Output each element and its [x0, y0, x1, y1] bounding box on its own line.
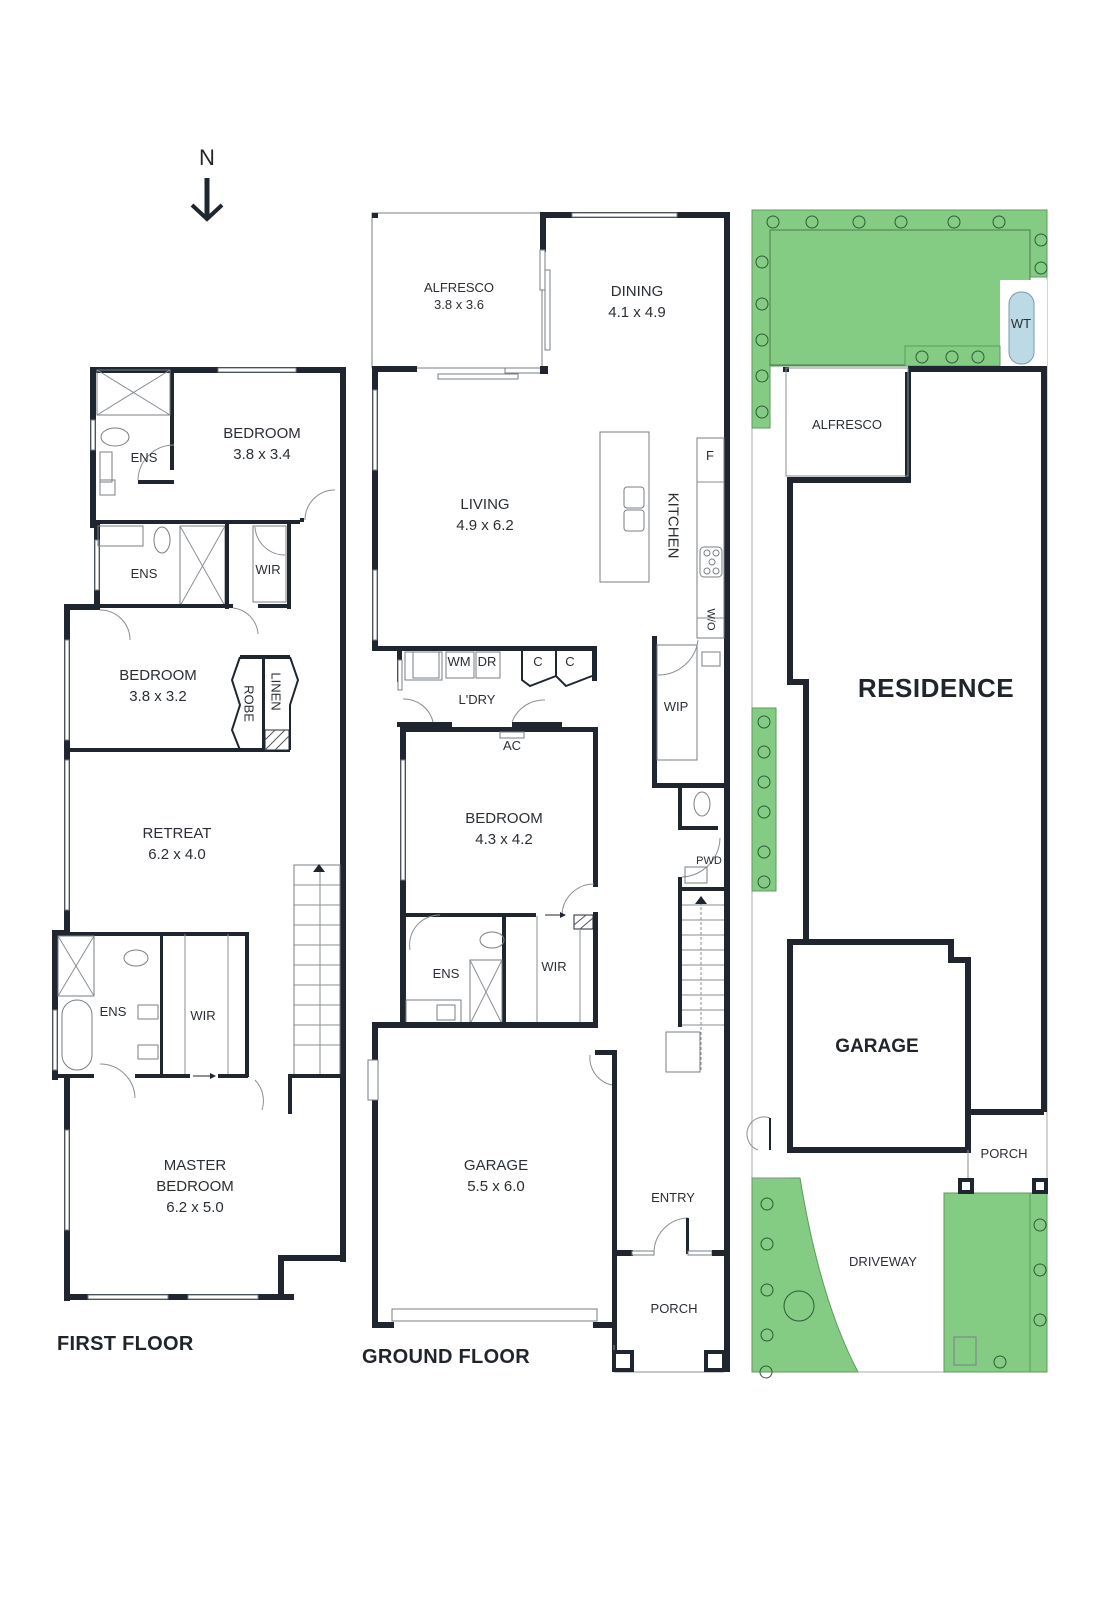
room-dims: 4.1 x 4.9: [608, 304, 666, 321]
fridge-label: F: [706, 448, 714, 463]
room-ens-ground: ENS: [432, 966, 460, 981]
room-laundry: L'DRY: [458, 692, 496, 707]
room-bedroom-ground: BEDROOM 4.3 x 4.2: [465, 808, 543, 850]
room-wir-master: WIR: [190, 1008, 216, 1023]
room-kitchen: KITCHEN: [664, 492, 682, 559]
room-dims: 3.8 x 3.6: [434, 297, 484, 312]
room-name: BEDROOM: [223, 425, 301, 442]
room-retreat: RETREAT 6.2 x 4.0: [143, 823, 212, 865]
room-bedroom-1: BEDROOM 3.8 x 3.4: [223, 423, 301, 465]
ground-floor-title: GROUND FLOOR: [362, 1346, 531, 1368]
room-wip: WIP: [663, 699, 689, 714]
ground-floor-plan: [367, 212, 730, 1373]
cupboard-label-1: C: [533, 654, 543, 669]
room-dims: 4.9 x 6.2: [456, 517, 514, 534]
driveway-label: DRIVEWAY: [849, 1254, 917, 1269]
site-plan: [746, 209, 1048, 1379]
room-living: LIVING 4.9 x 6.2: [456, 494, 514, 536]
room-name: DINING: [610, 283, 664, 300]
room-garage: GARAGE 5.5 x 6.0: [464, 1155, 528, 1197]
room-bedroom-2: BEDROOM 3.8 x 3.2: [119, 665, 197, 707]
room-dims: 6.2 x 4.0: [148, 846, 206, 863]
water-tank-label: WT: [1010, 316, 1032, 331]
room-ens-master: ENS: [99, 1004, 127, 1019]
room-dims: 6.2 x 5.0: [166, 1199, 224, 1216]
room-master-bedroom: MASTER BEDROOM 6.2 x 5.0: [156, 1155, 234, 1218]
room-wir-1: WIR: [255, 562, 281, 577]
room-dims: 4.3 x 4.2: [475, 831, 533, 848]
room-alfresco: ALFRESCO 3.8 x 3.6: [424, 279, 494, 313]
room-ens-1: ENS: [130, 450, 158, 465]
north-label: N: [199, 145, 215, 170]
room-name: BEDROOM: [119, 667, 197, 684]
site-porch-label: PORCH: [980, 1146, 1028, 1161]
north-arrow-icon: [190, 178, 224, 222]
room-name: GARAGE: [463, 1157, 529, 1174]
room-name: BEDROOM: [465, 810, 543, 827]
room-robe: ROBE: [241, 685, 257, 722]
dryer-label: DR: [477, 654, 497, 669]
room-entry: ENTRY: [651, 1190, 695, 1205]
room-dims: 3.8 x 3.2: [129, 688, 187, 705]
room-name: LIVING: [460, 496, 510, 513]
site-garage-label: GARAGE: [835, 1036, 919, 1057]
room-ens-2: ENS: [130, 566, 158, 581]
first-floor-plan: [52, 367, 346, 1301]
room-dims: 5.5 x 6.0: [467, 1178, 525, 1195]
room-dining: DINING 4.1 x 4.9: [608, 281, 666, 323]
room-powder: PWD: [696, 855, 722, 867]
residence-label: RESIDENCE: [857, 673, 1015, 703]
air-conditioner-label: AC: [502, 738, 522, 753]
room-name: RETREAT: [142, 825, 212, 842]
room-wir-ground: WIR: [541, 959, 567, 974]
room-linen: LINEN: [268, 672, 284, 711]
wall-oven-label: W/O: [704, 608, 717, 631]
first-floor-title: FIRST FLOOR: [57, 1333, 194, 1355]
room-porch: PORCH: [650, 1301, 698, 1316]
site-alfresco-label: ALFRESCO: [811, 417, 883, 432]
room-name: MASTER: [163, 1157, 227, 1174]
washing-machine-label: WM: [447, 654, 471, 669]
room-dims: 3.8 x 3.4: [233, 446, 291, 463]
room-name-line2: BEDROOM: [156, 1178, 234, 1195]
room-name: ALFRESCO: [423, 280, 495, 295]
cupboard-label-2: C: [565, 654, 575, 669]
